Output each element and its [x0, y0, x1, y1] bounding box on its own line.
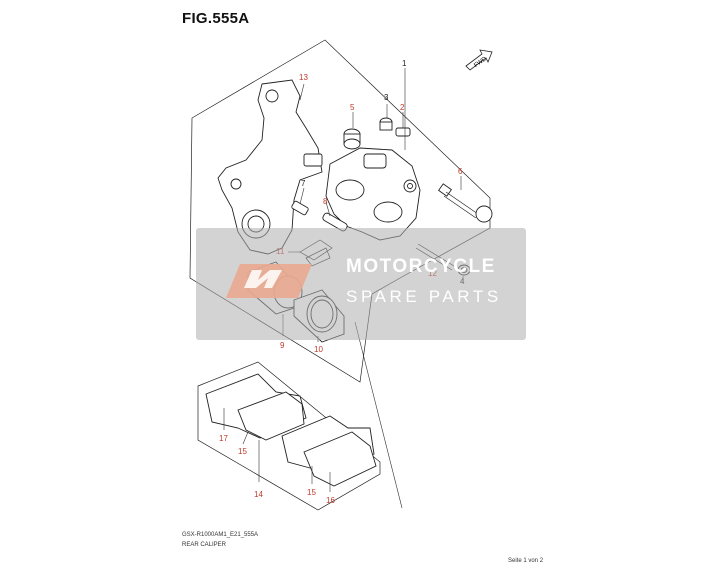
callout-7: 7 [301, 179, 306, 188]
pin-bolt-long [437, 183, 493, 223]
bleeder-cap [379, 117, 393, 131]
watermark-logo-icon [226, 264, 312, 298]
brake-pad-inner [205, 373, 307, 441]
bleeder-screw [395, 127, 411, 137]
callout-14: 14 [254, 490, 263, 499]
leader-1-long [354, 321, 403, 509]
callout-6: 6 [458, 167, 463, 176]
callout-17: 17 [219, 434, 228, 443]
callout-1: 1 [402, 59, 407, 68]
figure-title: FIG.555A [182, 10, 250, 27]
figure-code-label: GSX-R1000AM1_E21_555A [182, 532, 259, 538]
callout-15-outer: 15 [307, 488, 316, 497]
boot-part [343, 128, 361, 150]
callout-15-inner: 15 [238, 447, 247, 456]
brake-pad-outer [281, 415, 377, 487]
caliper-body [325, 147, 421, 241]
callout-8: 8 [323, 197, 328, 206]
fwd-arrow-icon: FWD [465, 49, 493, 71]
callout-16: 16 [326, 496, 335, 505]
watermark-text-secondary: SPARE PARTS [346, 287, 502, 306]
page-indicator: Seite 1 von 2 [508, 558, 544, 564]
figure-name-label: REAR CALIPER [182, 542, 227, 548]
callout-13: 13 [299, 73, 308, 82]
pin-short [291, 200, 309, 216]
callout-3: 3 [384, 93, 389, 102]
pad-set-outline [197, 361, 381, 511]
callout-2: 2 [400, 103, 405, 112]
callout-5: 5 [350, 103, 355, 112]
watermark-text-primary: MOTORCYCLE [346, 256, 496, 277]
callout-10: 10 [314, 345, 323, 354]
caliper-bracket [217, 79, 323, 255]
callout-9: 9 [280, 341, 285, 350]
